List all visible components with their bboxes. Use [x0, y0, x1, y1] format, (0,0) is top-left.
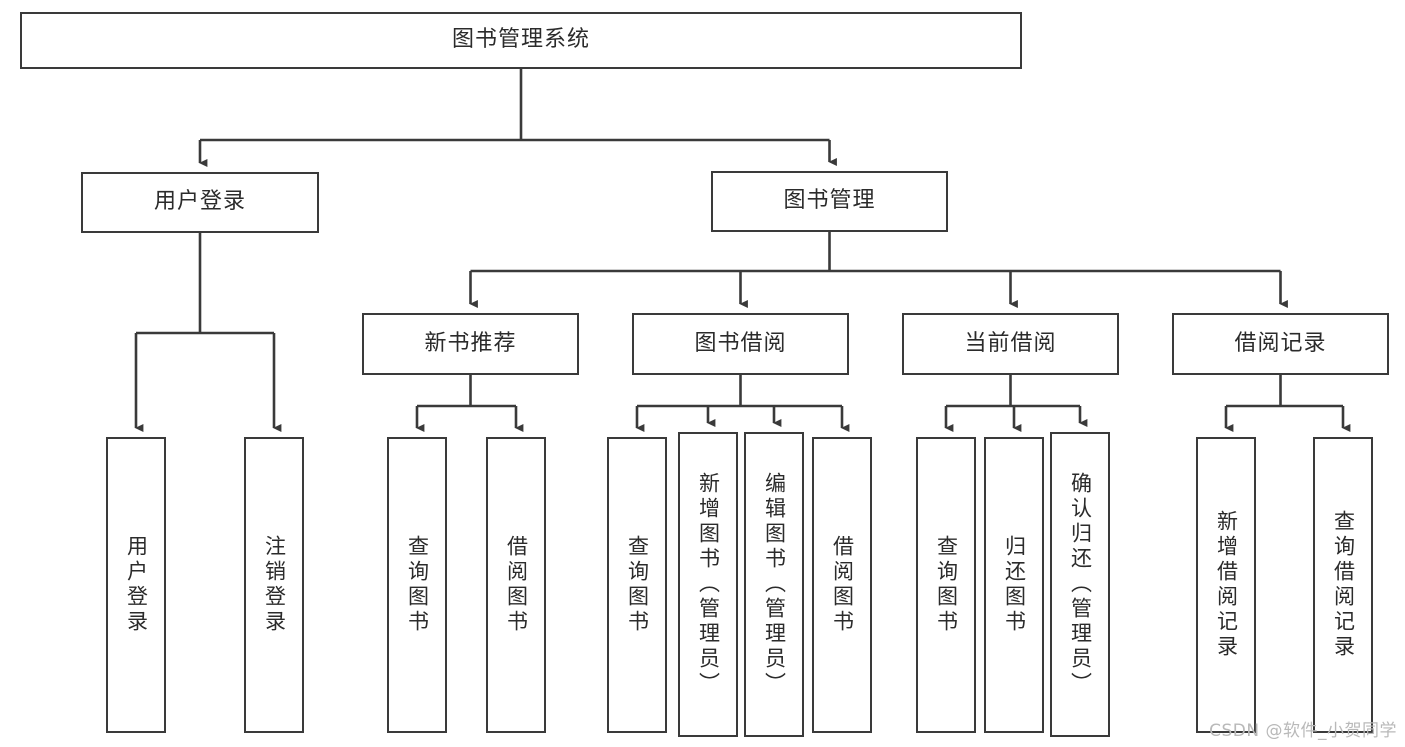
node-leaf-5[interactable]: 新增图书（管理员） — [678, 432, 738, 737]
node-leaf-5-label: 新增图书（管理员） — [696, 472, 721, 697]
node-level1-0-label: 用户登录 — [153, 189, 246, 215]
node-leaf-9-label: 归还图书 — [1002, 535, 1027, 635]
node-level2-0[interactable]: 新书推荐 — [362, 313, 579, 375]
node-level2-1-label: 图书借阅 — [694, 330, 787, 356]
node-leaf-6[interactable]: 编辑图书（管理员） — [744, 432, 804, 737]
node-level2-3-label: 借阅记录 — [1234, 330, 1327, 356]
csdn-watermark: CSDN @软件_小贺同学 — [1209, 721, 1397, 741]
node-leaf-8-label: 查询图书 — [934, 535, 959, 635]
node-leaf-4[interactable]: 查询图书 — [607, 437, 667, 733]
node-leaf-0[interactable]: 用户登录 — [106, 437, 166, 733]
node-level1-1-label: 图书管理 — [783, 188, 876, 214]
node-leaf-3-label: 借阅图书 — [504, 535, 529, 635]
node-level2-3[interactable]: 借阅记录 — [1172, 313, 1389, 375]
node-leaf-6-label: 编辑图书（管理员） — [762, 472, 787, 697]
node-level1-1[interactable]: 图书管理 — [711, 171, 948, 232]
node-leaf-1[interactable]: 注销登录 — [244, 437, 304, 733]
node-level2-0-label: 新书推荐 — [424, 330, 517, 356]
node-leaf-7-label: 借阅图书 — [830, 535, 855, 635]
node-level2-2-label: 当前借阅 — [964, 330, 1057, 356]
node-level2-1[interactable]: 图书借阅 — [632, 313, 849, 375]
node-leaf-10-label: 确认归还（管理员） — [1068, 472, 1093, 697]
node-leaf-3[interactable]: 借阅图书 — [486, 437, 546, 733]
node-leaf-8[interactable]: 查询图书 — [916, 437, 976, 733]
node-leaf-12-label: 查询借阅记录 — [1331, 510, 1356, 660]
node-leaf-2[interactable]: 查询图书 — [387, 437, 447, 733]
node-level2-2[interactable]: 当前借阅 — [902, 313, 1119, 375]
node-root-label: 图书管理系统 — [451, 27, 590, 53]
node-leaf-11[interactable]: 新增借阅记录 — [1196, 437, 1256, 733]
node-root[interactable]: 图书管理系统 — [20, 12, 1022, 69]
node-leaf-4-label: 查询图书 — [625, 535, 650, 635]
node-leaf-2-label: 查询图书 — [405, 535, 430, 635]
node-leaf-1-label: 注销登录 — [262, 535, 287, 635]
node-leaf-9[interactable]: 归还图书 — [984, 437, 1044, 733]
node-leaf-7[interactable]: 借阅图书 — [812, 437, 872, 733]
node-leaf-0-label: 用户登录 — [124, 535, 149, 635]
node-level1-0[interactable]: 用户登录 — [81, 172, 319, 233]
node-leaf-12[interactable]: 查询借阅记录 — [1313, 437, 1373, 733]
node-leaf-11-label: 新增借阅记录 — [1214, 510, 1239, 660]
node-leaf-10[interactable]: 确认归还（管理员） — [1050, 432, 1110, 737]
